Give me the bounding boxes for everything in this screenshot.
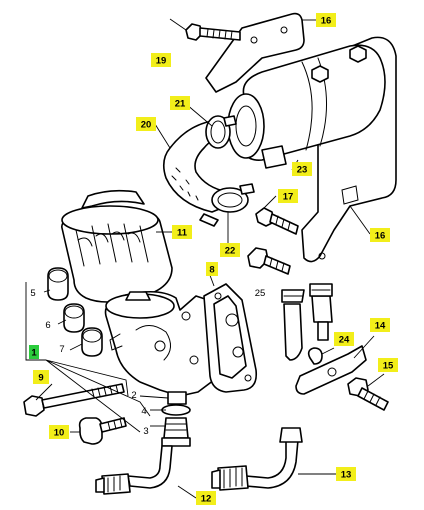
callout-number: 16 <box>375 231 386 242</box>
nipple-3-4 <box>161 404 191 447</box>
callout-16: 16 <box>370 228 390 242</box>
callout-box <box>220 243 240 257</box>
callout-number: 23 <box>297 165 308 176</box>
part-label-5: 5 <box>30 288 35 299</box>
callout-box <box>278 189 298 203</box>
callout-number: 14 <box>375 321 386 332</box>
callout-number: 21 <box>175 99 186 110</box>
adapters-24 <box>281 283 333 365</box>
part-label-7: 7 <box>59 344 64 355</box>
callout-box <box>336 467 356 481</box>
callout-box <box>196 491 216 505</box>
callout-box <box>170 96 190 110</box>
callout-17: 17 <box>278 189 298 203</box>
callout-number: 8 <box>209 265 214 276</box>
callout-box <box>316 13 336 27</box>
callout-number: 24 <box>339 335 350 346</box>
callout-20: 20 <box>136 117 156 131</box>
callout-box <box>136 117 156 131</box>
callout-number: 19 <box>156 56 167 67</box>
hose-20 <box>162 115 255 227</box>
callout-number: 13 <box>341 470 352 481</box>
part-label-6: 6 <box>45 320 50 331</box>
callout-box <box>172 225 192 239</box>
callout-box <box>292 162 312 176</box>
callout-number: 15 <box>383 361 394 372</box>
callout-number: 1 <box>31 348 37 359</box>
plain-label-layer: 2 3 4 5 6 7 25 <box>30 288 265 437</box>
callout-15: 15 <box>378 358 398 372</box>
callout-number: 22 <box>225 246 236 257</box>
filter-housing-1 <box>104 290 215 405</box>
pipe-13 <box>211 427 303 491</box>
part-label-2: 2 <box>131 390 136 401</box>
part-label-4: 4 <box>141 406 146 417</box>
part-label-3: 3 <box>143 426 148 437</box>
part-label-25: 25 <box>255 288 266 299</box>
callout-16: 16 <box>316 13 336 27</box>
callout-1: 1 <box>29 345 39 359</box>
bracket-14 <box>295 345 367 395</box>
callout-24: 24 <box>334 332 354 346</box>
callout-box <box>49 425 69 439</box>
callout-13: 13 <box>336 467 356 481</box>
callout-8: 8 <box>206 262 218 276</box>
bolt-9 <box>23 383 125 417</box>
oil-cooler-assembly <box>205 12 397 263</box>
callout-22: 22 <box>220 243 240 257</box>
callout-box <box>370 228 390 242</box>
callout-box <box>370 318 390 332</box>
callout-11: 11 <box>172 225 192 239</box>
bolt-25 <box>247 247 291 275</box>
callout-23: 23 <box>292 162 312 176</box>
callout-box <box>206 262 218 276</box>
callout-box <box>33 370 49 384</box>
callout-box <box>378 358 398 372</box>
callout-10: 10 <box>49 425 69 439</box>
seals-5-6-7 <box>47 267 103 357</box>
callout-9: 9 <box>33 370 49 384</box>
callout-number: 16 <box>321 16 332 27</box>
bolt-15 <box>347 377 389 411</box>
callout-number: 12 <box>201 494 212 505</box>
callout-number: 11 <box>177 228 188 239</box>
callout-number: 10 <box>54 428 65 439</box>
bolt-17 <box>255 207 299 235</box>
callout-14: 14 <box>370 318 390 332</box>
callout-box <box>29 345 39 359</box>
callout-box <box>334 332 354 346</box>
oil-filter-11 <box>61 189 173 303</box>
callout-number: 20 <box>141 120 152 131</box>
bolt-10 <box>78 417 127 445</box>
gasket-8 <box>203 283 258 393</box>
callout-12: 12 <box>196 491 216 505</box>
callout-21: 21 <box>170 96 190 110</box>
callout-number: 17 <box>283 192 294 203</box>
callout-19: 19 <box>151 53 171 67</box>
callout-box <box>151 53 171 67</box>
bolt-19 <box>185 23 241 41</box>
pipe-12 <box>95 445 173 495</box>
callout-number: 9 <box>38 373 43 384</box>
